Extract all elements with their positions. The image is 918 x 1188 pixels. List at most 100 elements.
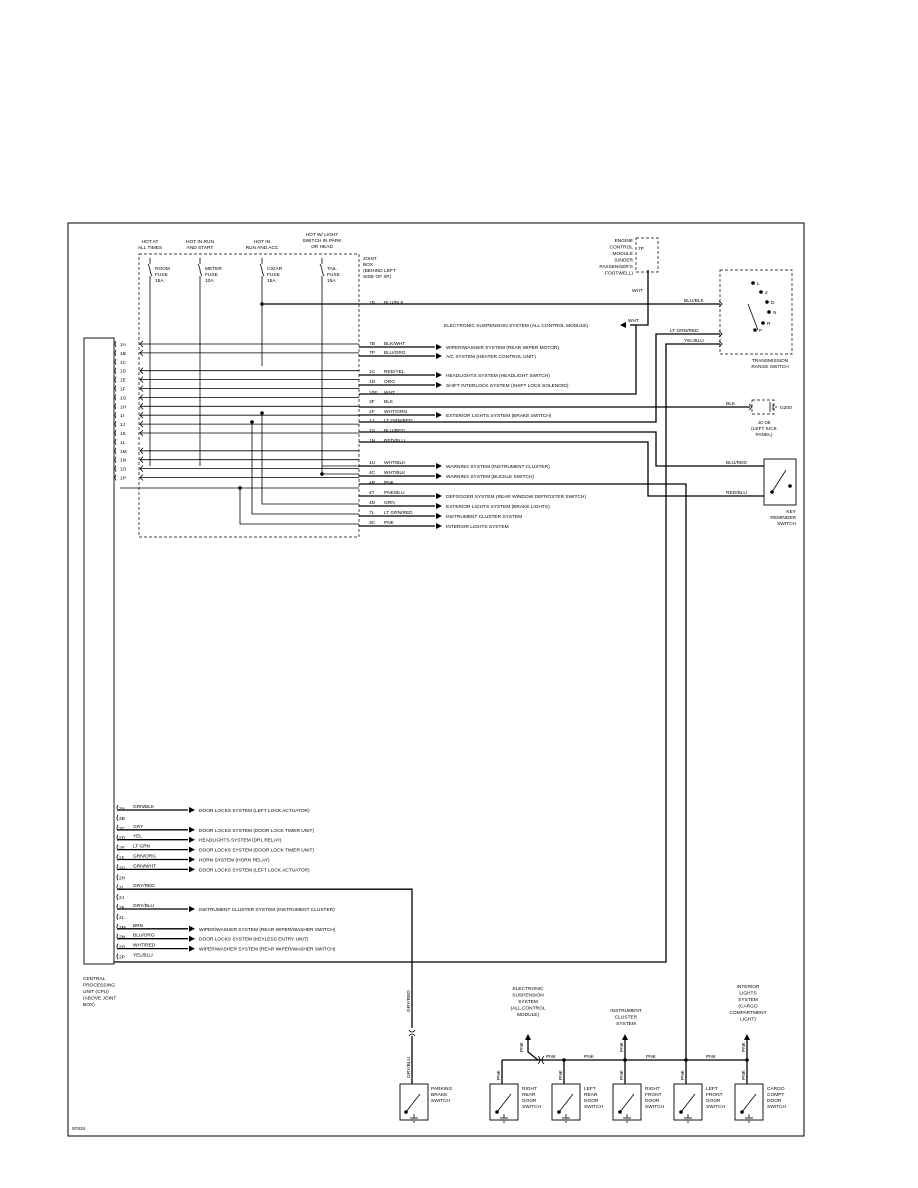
door-switch-label: DOOR xyxy=(706,1098,721,1104)
wire-color: GRY xyxy=(133,824,144,830)
wire-color: YEL xyxy=(133,834,142,840)
door-switch-label: SWITCH xyxy=(645,1104,664,1110)
connector-icon xyxy=(408,1029,416,1037)
wire-color: WHT/RED xyxy=(133,943,156,949)
pin-bracket xyxy=(116,814,119,822)
destination-label: WARNING SYSTEM (INSTRUMENT CLUSTER) xyxy=(446,464,550,470)
wire-color: WHT xyxy=(628,318,639,324)
ecm-label: ENGINE xyxy=(615,238,633,244)
parking-brake-label: PARKING xyxy=(431,1086,453,1092)
arrow-icon xyxy=(436,493,442,499)
cpu-pin: 1J xyxy=(120,422,126,428)
wire-lines xyxy=(83,237,797,1123)
switch-contact xyxy=(747,303,759,331)
fuse-label: ROOM xyxy=(155,266,170,272)
splice-dot xyxy=(761,321,765,325)
fuse-label: FUSE xyxy=(327,272,340,278)
g200-label: JC-05 xyxy=(758,420,771,426)
wire-color: WHT xyxy=(632,288,643,294)
wire-color-vertical: PNK xyxy=(741,1069,747,1080)
destination-label: DOOR LOCKS SYSTEM (LEFT LOCK ACTUATOR) xyxy=(199,808,310,814)
fuse-header: ALL TIMES xyxy=(138,245,162,251)
key-reminder-switch xyxy=(763,458,797,506)
module-label: INSTRUMENT xyxy=(610,1008,642,1014)
cpu-pin: 1B xyxy=(120,351,126,357)
door-switch-label: CARGO xyxy=(767,1086,785,1092)
wire-color: WHT/BLK xyxy=(384,470,406,476)
splice-dot xyxy=(260,302,264,306)
module-label: CLUSTER xyxy=(615,1015,638,1021)
pin-bracket xyxy=(114,376,117,383)
jb-pin: 1B xyxy=(369,300,375,306)
pin-bracket xyxy=(114,358,117,366)
fuse-label: 15A xyxy=(327,278,336,284)
parking-brake-label: BRAKE xyxy=(431,1092,447,1098)
wire-color: PNK/BLU xyxy=(384,490,405,496)
jb-pin: 7B xyxy=(369,341,375,347)
cpu-pin: 1C xyxy=(120,360,127,366)
gear-position: R xyxy=(767,321,771,327)
cpu-pin: 2G xyxy=(119,865,126,871)
wire-color: WHT/GRN xyxy=(384,409,407,415)
joint-box xyxy=(138,253,360,538)
fuse-header: AND START xyxy=(187,245,214,251)
pin-bracket xyxy=(116,943,119,950)
pin-bracket xyxy=(116,903,119,911)
g200-label: (LEFT KICK xyxy=(751,426,778,432)
cpu-label: UNIT (CPU) xyxy=(83,989,109,995)
splice-dot xyxy=(495,1110,499,1114)
pin-bracket xyxy=(116,893,119,901)
arrow-icon xyxy=(189,945,195,952)
destination-label: DOOR LOCKS SYSTEM (DOOR LOCK TIMER UNIT) xyxy=(199,828,314,834)
wire-color: PNK xyxy=(646,1054,657,1060)
destination-label: EXTERIOR LIGHTS SYSTEM (BRAKE LIGHTS) xyxy=(446,504,550,510)
destination-label: HEADLIGHTS SYSTEM (HEADLIGHT SWITCH) xyxy=(446,373,550,379)
cpu-pin: 2P xyxy=(119,955,125,961)
ecm-box xyxy=(635,237,659,273)
fuse-icon xyxy=(319,258,325,284)
door-switch-label: LEFT xyxy=(584,1086,596,1092)
door-switch-label: COMPT xyxy=(767,1092,784,1098)
key-switch-label: SWITCH xyxy=(777,521,796,527)
cpu-pin: 1P xyxy=(120,476,126,482)
destination-label: HORN SYSTEM (HORN RELAY) xyxy=(199,858,270,864)
wire-color-vertical: GRY/RED xyxy=(406,990,412,1012)
wire-color: GRN/BLK xyxy=(133,804,155,810)
gear-position: 2 xyxy=(765,290,768,296)
wire-color: PNK xyxy=(384,520,395,526)
door-switch-label: SWITCH xyxy=(522,1104,541,1110)
cpu-pin: 1O xyxy=(120,467,127,473)
cpu-label: BOX) xyxy=(83,1002,95,1008)
key-switch-label: REMINDER xyxy=(770,515,796,521)
door-switch-label: REAR xyxy=(522,1092,536,1098)
cpu-pin: 2L xyxy=(119,915,125,921)
wire-color: LT GRN/RED xyxy=(384,510,413,516)
pin-bracket xyxy=(114,474,117,481)
module-label: (ALL CONTROL xyxy=(511,1006,546,1012)
door-switch-label: SWITCH xyxy=(584,1104,603,1110)
pin-bracket xyxy=(116,874,119,881)
wire-color-vertical: PNK xyxy=(619,1069,625,1080)
destination-label: WARNING SYSTEM (BUCKLE SWITCH) xyxy=(446,474,534,480)
fuse-label: 15A xyxy=(155,278,164,284)
wire-color: LT GRN/RED xyxy=(670,328,699,334)
figure-number: 97634 xyxy=(72,1126,86,1132)
wire-color-vertical: PNK xyxy=(619,1041,625,1052)
pin-bracket xyxy=(114,447,117,455)
wire-color: PNK xyxy=(584,1054,595,1060)
wire-color: BLK/WHT xyxy=(384,341,405,347)
diagram-frame xyxy=(67,222,805,1137)
destination-label: WIPER/WASHER SYSTEM (REAR WIPER MOTOR) xyxy=(446,345,559,351)
wire xyxy=(359,441,764,497)
fuse-header: SWITCH IN PARK xyxy=(302,238,342,244)
jb-pin: 10E xyxy=(369,390,378,396)
cpu-pin: 1I xyxy=(120,413,124,419)
transmission-label: TRANSMISSION xyxy=(752,358,789,364)
switch-contact xyxy=(619,1093,635,1113)
arrow-icon xyxy=(189,826,195,833)
cpu-label: PROCESSING xyxy=(83,983,115,989)
jb-pin: 1N xyxy=(369,438,376,444)
wire xyxy=(527,1040,539,1061)
arrow-icon xyxy=(744,1034,750,1040)
jb-pin: 1U xyxy=(369,460,376,466)
